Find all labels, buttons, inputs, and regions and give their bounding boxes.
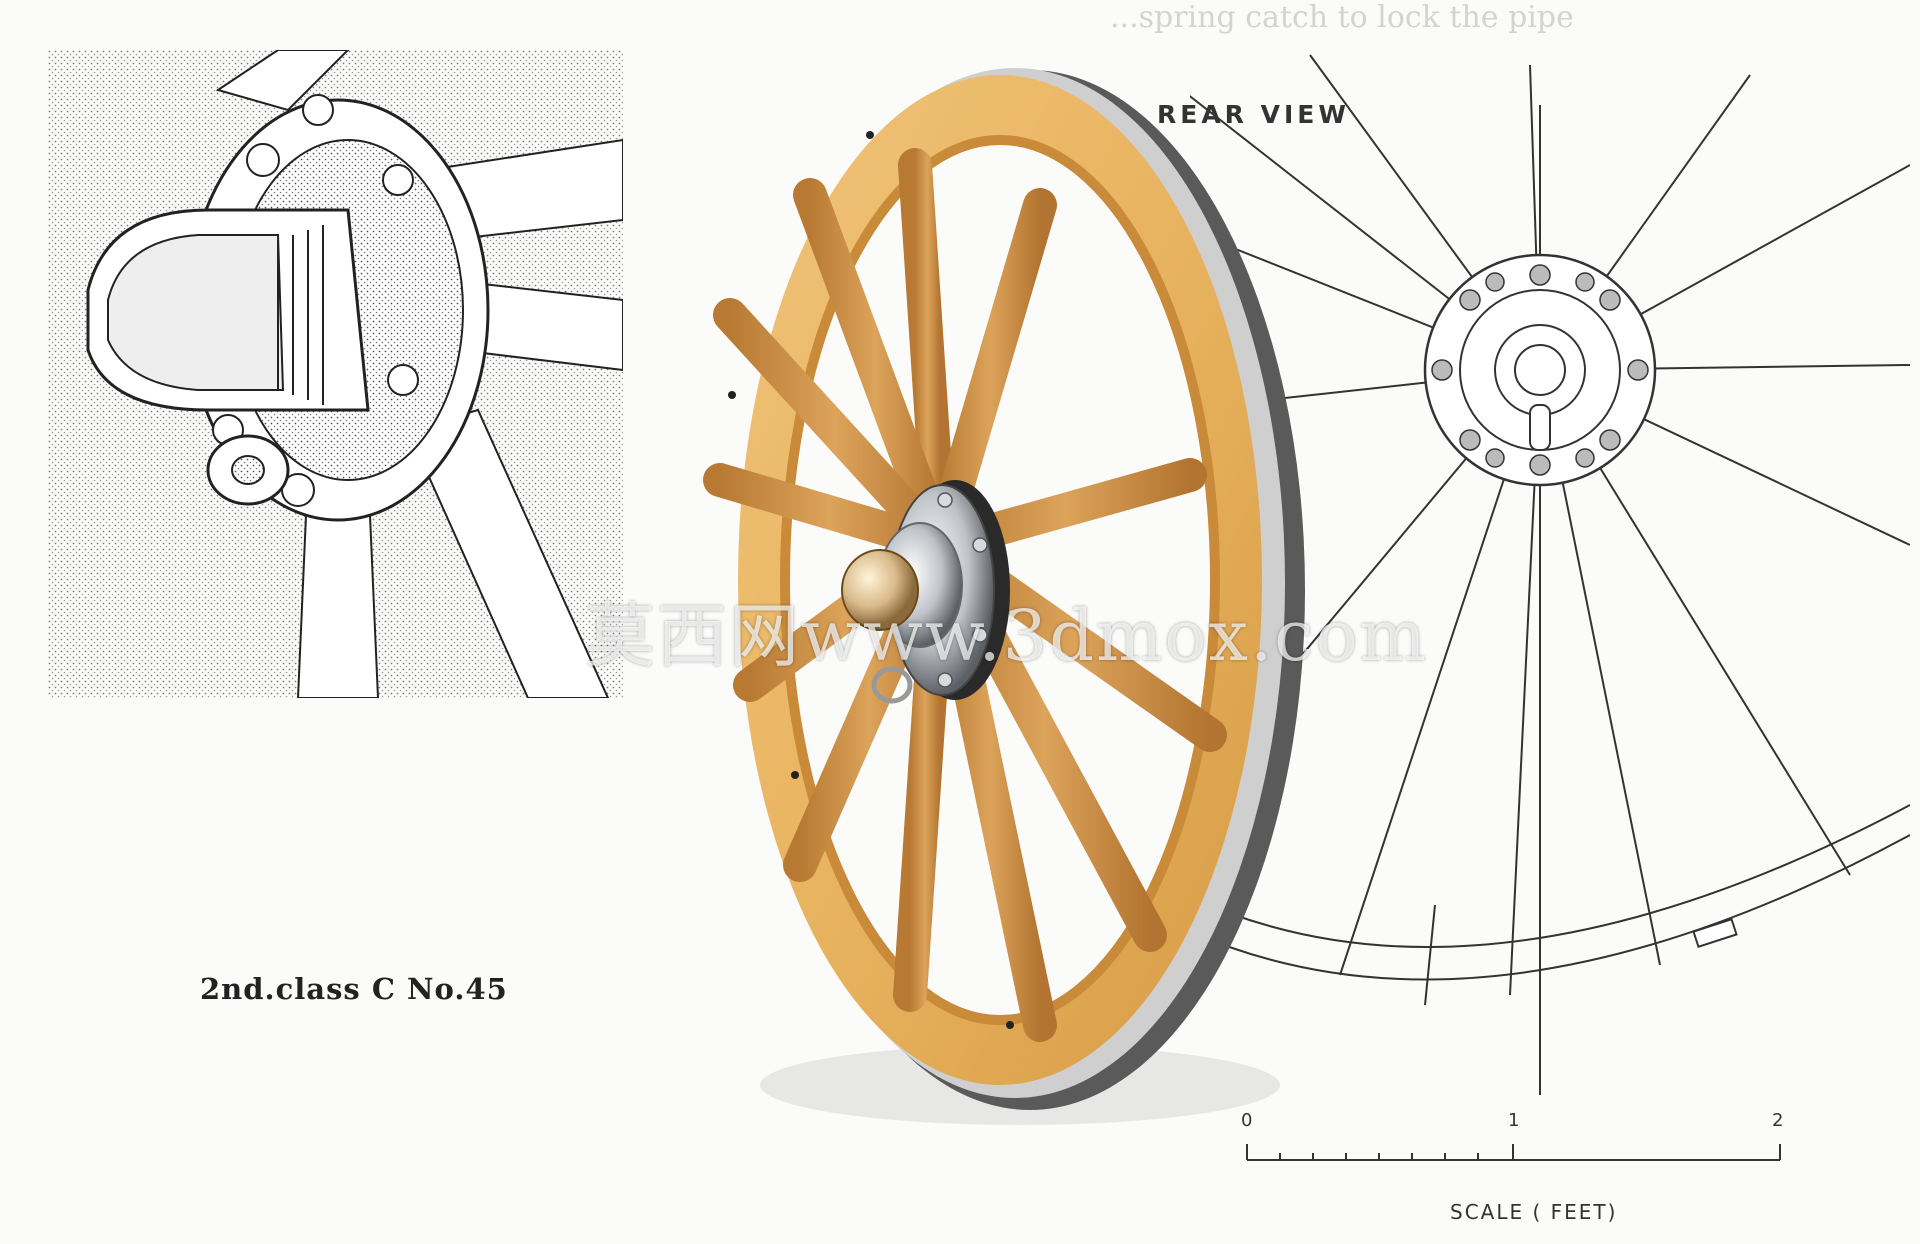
faded-header-text: ...spring catch to lock the pipe [1110, 0, 1574, 35]
rear-view-title: REAR VIEW [1157, 100, 1350, 129]
scale-label: SCALE ( FEET) [1450, 1200, 1618, 1224]
wheel-render-icon [703, 68, 1305, 1125]
scale-tick-2: 2 [1772, 1110, 1784, 1131]
hub-detail-drawing-icon [48, 50, 623, 698]
inset-caption: 2nd.class C No.45 [200, 972, 508, 1006]
watermark-text: 莫西网www.3dmox.com [585, 595, 1429, 677]
scale-bar [1246, 1144, 1781, 1161]
scale-tick-1: 1 [1508, 1110, 1520, 1131]
scale-tick-0: 0 [1241, 1110, 1253, 1131]
